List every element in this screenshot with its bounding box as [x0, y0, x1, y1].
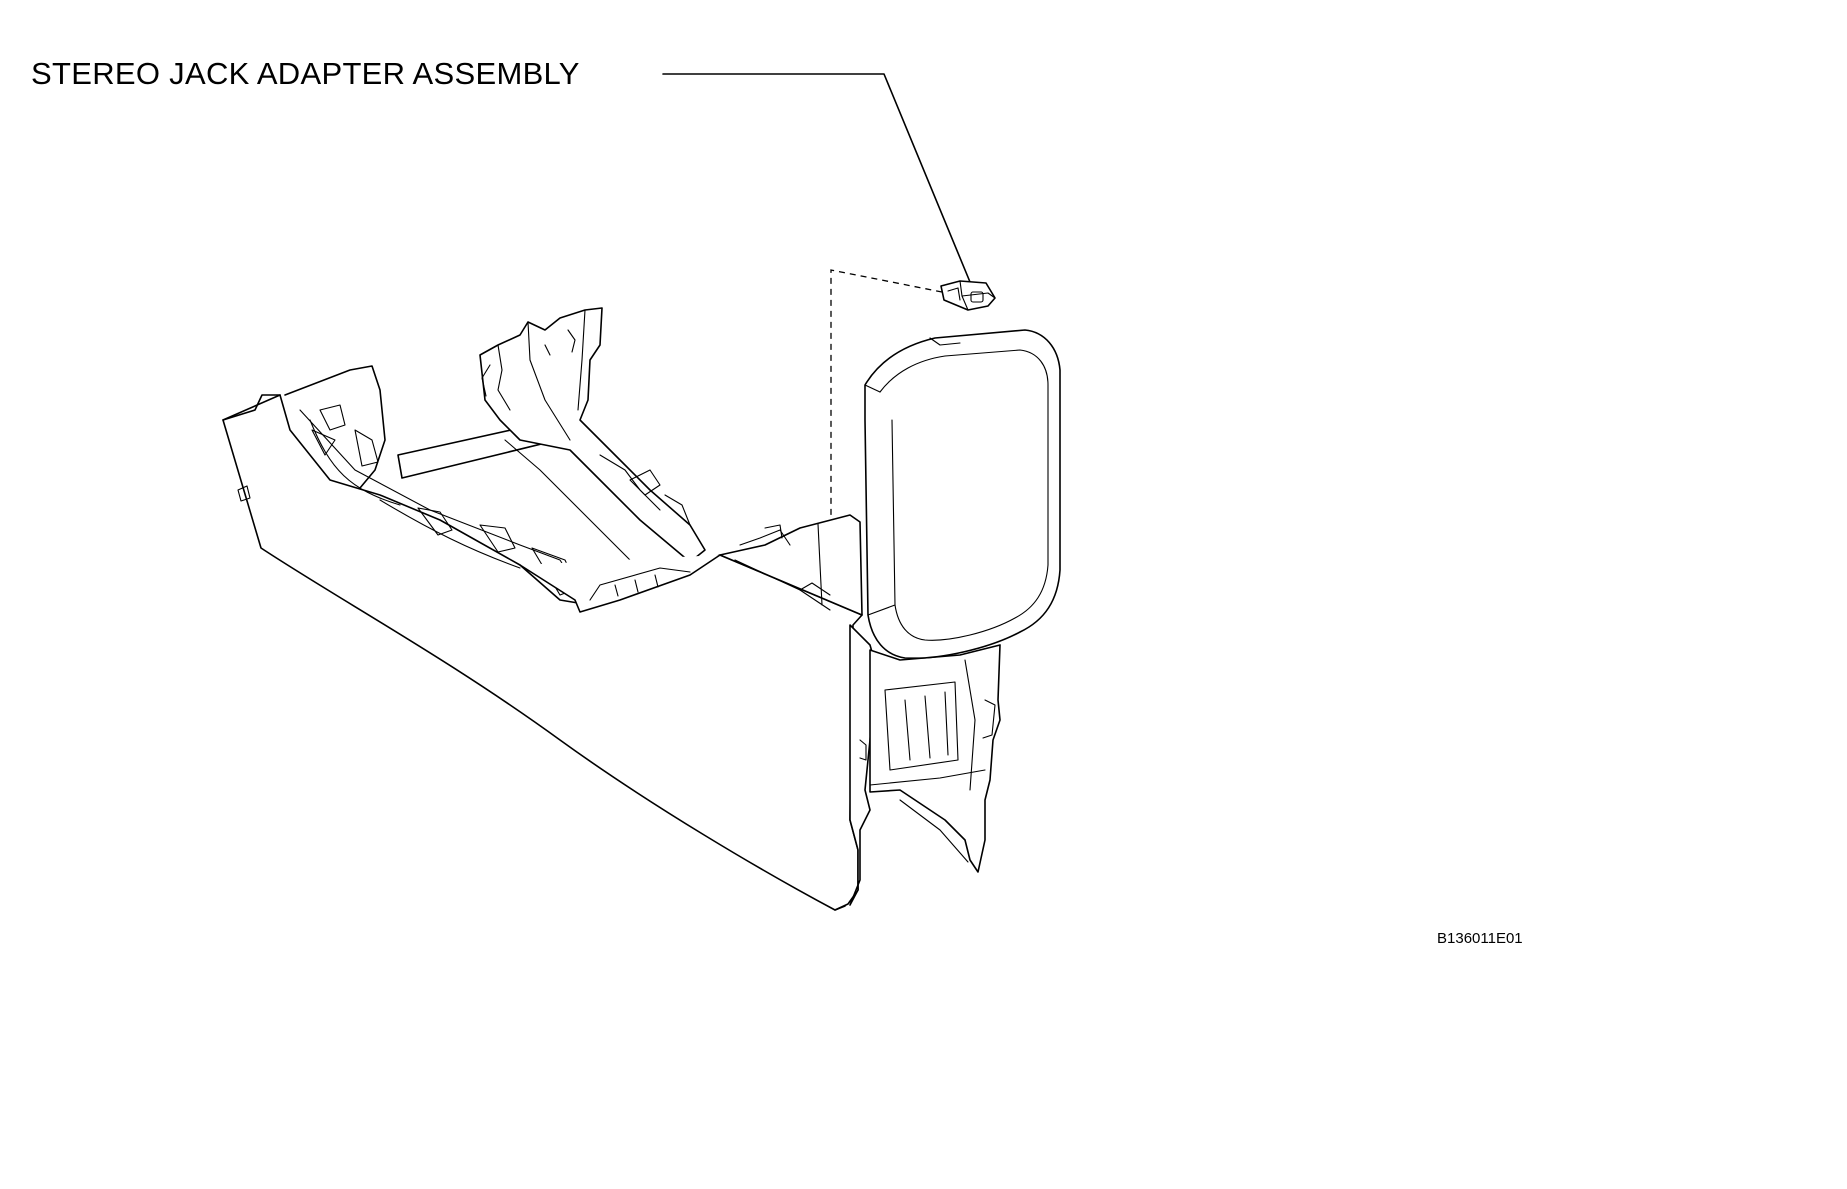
- console-armrest-lid: [864, 329, 1061, 660]
- install-guide-line: [830, 269, 943, 600]
- console-rear-bracket: [479, 307, 706, 563]
- console-rear-box: [849, 624, 1001, 906]
- stereo-jack-adapter-part: [940, 280, 996, 311]
- console-front-lip: [834, 905, 846, 911]
- console-floor: [519, 514, 863, 616]
- figure-code: B136011E01: [1437, 930, 1523, 947]
- callout-leader-line: [662, 73, 971, 283]
- callout-label: STEREO JACK ADAPTER ASSEMBLY: [31, 56, 580, 91]
- console-exploded-diagram: [222, 73, 1061, 911]
- console-body: [222, 365, 863, 911]
